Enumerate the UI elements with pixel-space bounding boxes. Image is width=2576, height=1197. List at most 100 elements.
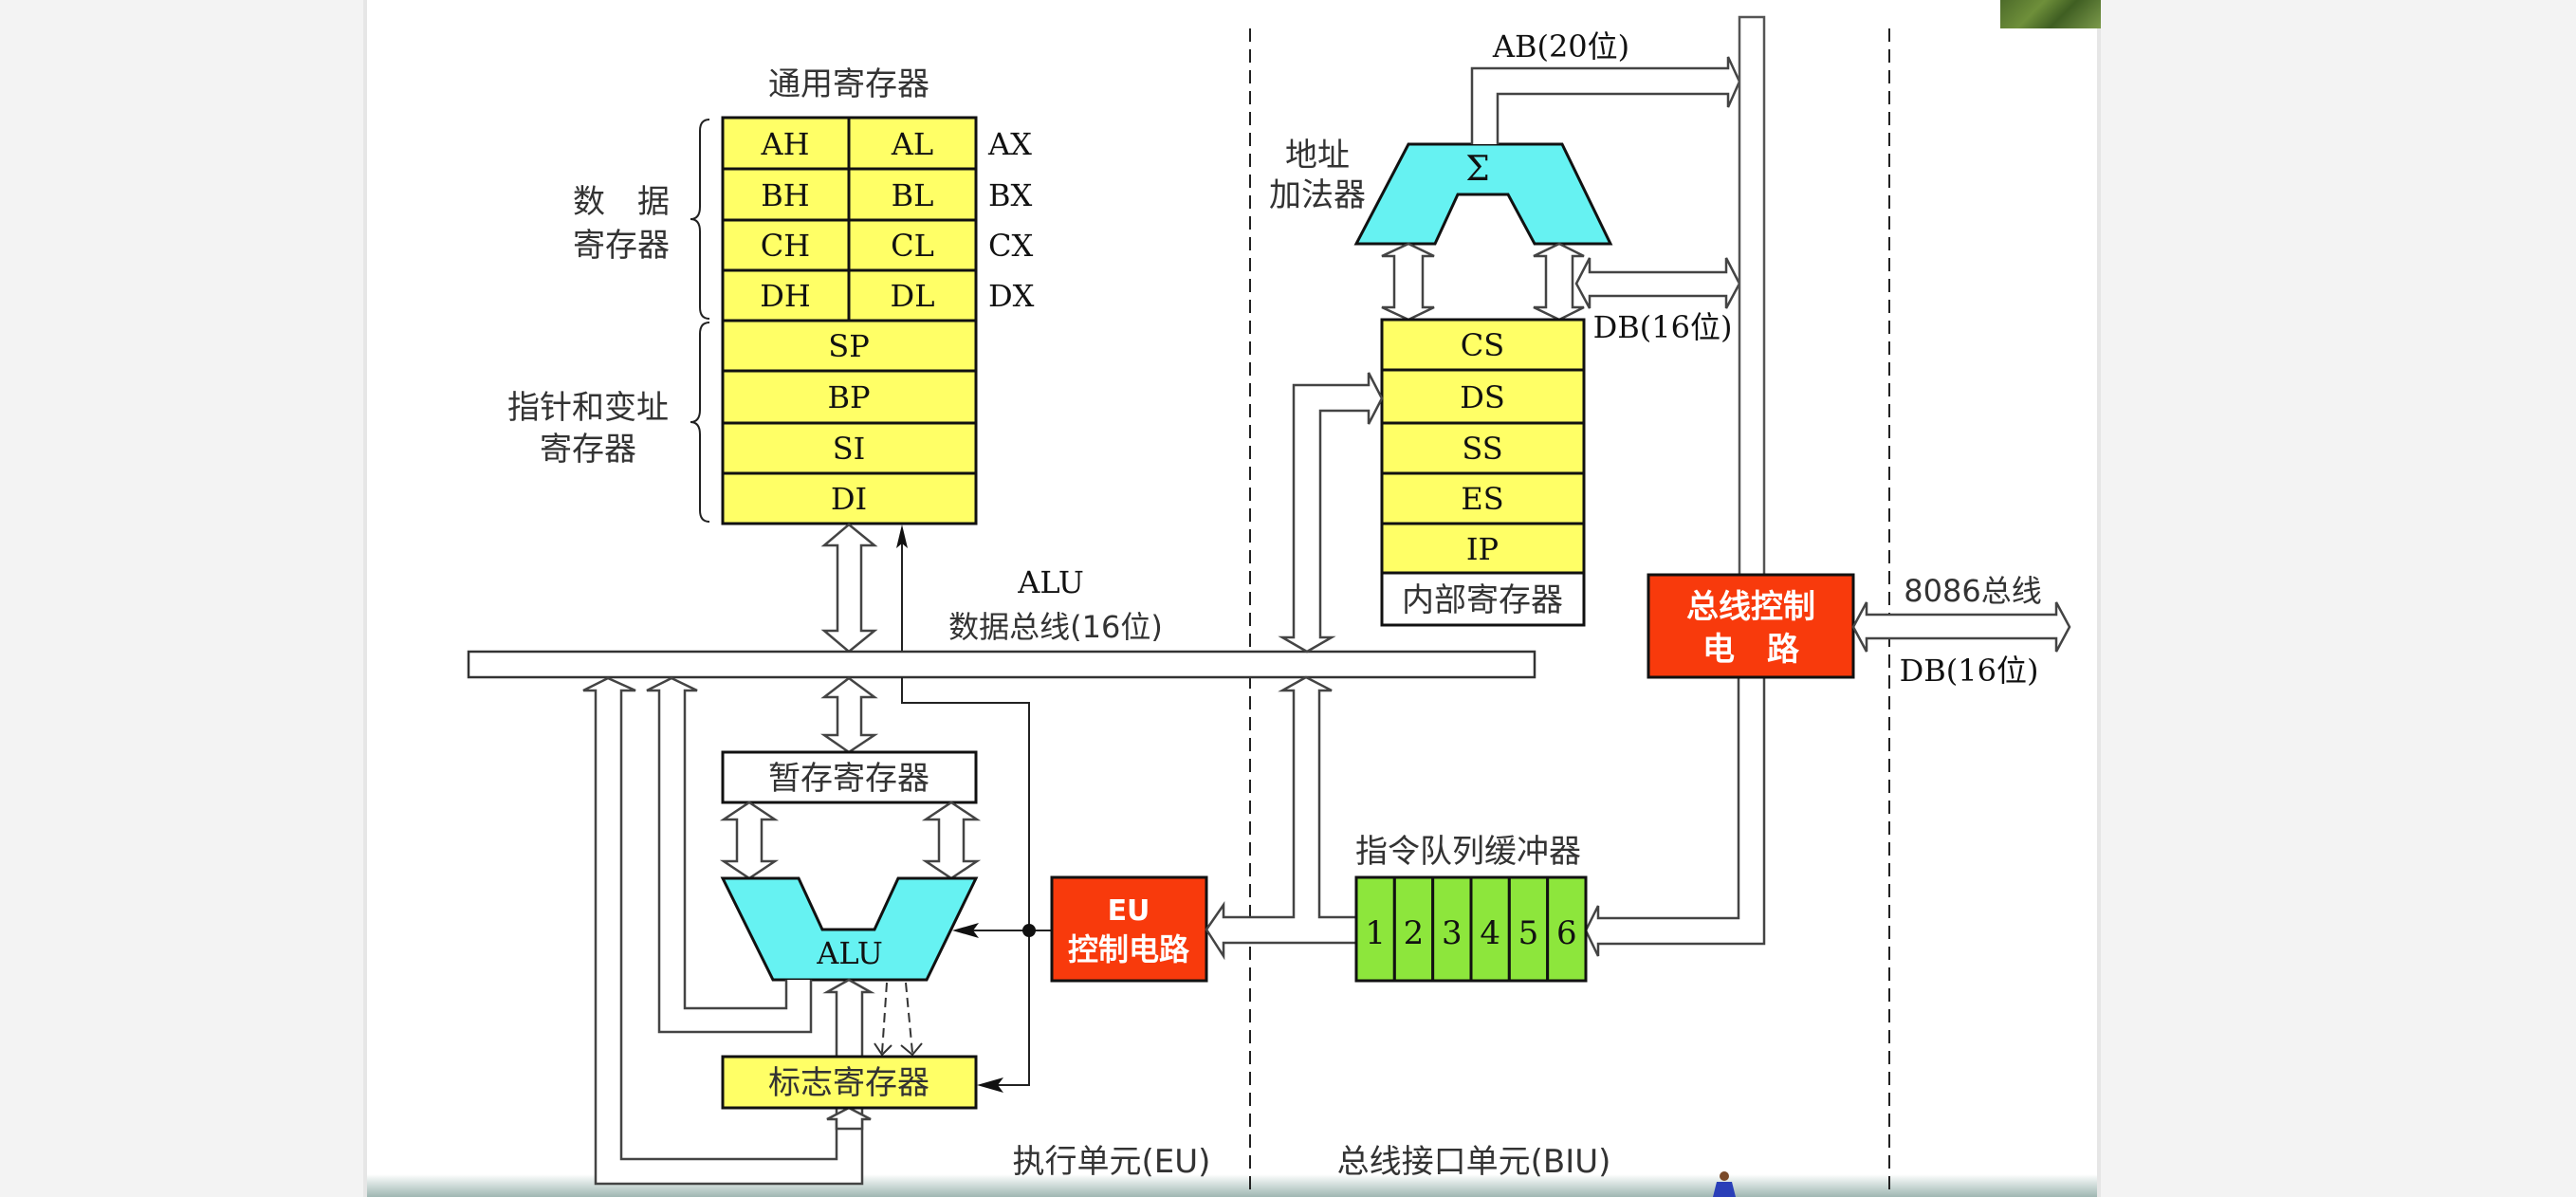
register-sp-label: SP xyxy=(828,328,869,364)
internal-registers-caption-box xyxy=(1380,571,1586,627)
register-bl-label: BL xyxy=(892,177,934,213)
segment-register-block: CS DS SS ES IP 内部寄存器 xyxy=(1380,318,1586,627)
register-row-dx: DH DL DX xyxy=(721,268,1035,322)
queue-cell xyxy=(1507,875,1550,983)
register-dl-label: DL xyxy=(891,278,935,314)
temp-register xyxy=(721,750,978,804)
register-dl xyxy=(847,268,978,322)
queue-cell-label: 3 xyxy=(1442,914,1463,952)
queue-cell-label: 1 xyxy=(1365,914,1386,952)
alu-label: ALU xyxy=(816,935,883,971)
queue-cell-label: 6 xyxy=(1556,914,1577,952)
register-di-label: DI xyxy=(831,481,867,517)
junction-dot xyxy=(1022,924,1036,937)
data-registers-brace xyxy=(690,119,710,320)
register-cs-label: CS xyxy=(1461,327,1504,363)
eu-control-label-2: 控制电路 xyxy=(1068,931,1190,967)
data-registers-label: 数 据 xyxy=(573,183,670,221)
register-si-label: SI xyxy=(833,431,866,467)
bus-control-circuit xyxy=(1647,573,1855,679)
alu-control-arrowhead-icon xyxy=(952,923,979,938)
register-row-bx: BH BL BX xyxy=(721,167,1033,222)
bus-temp-double-arrow xyxy=(819,676,879,754)
register-al-label: AL xyxy=(891,126,933,162)
execution-unit-label: 执行单元(EU) xyxy=(1013,1143,1211,1181)
queue-cell xyxy=(1431,875,1473,983)
internal-db-double-arrow xyxy=(1574,257,1741,309)
register-bp-label: BP xyxy=(827,379,870,415)
arrowhead-up-icon xyxy=(896,525,908,548)
general-registers-title: 通用寄存器 xyxy=(768,65,929,103)
register-ch xyxy=(721,218,851,272)
bus-to-segment-arrow xyxy=(1278,372,1384,654)
alu-data-bus xyxy=(467,650,1536,679)
temp-alu-double-arrow-right xyxy=(921,801,982,880)
bus-control-label-2: 电 路 xyxy=(1702,631,1800,669)
register-sp xyxy=(721,319,978,373)
queue-cell-label: 5 xyxy=(1518,914,1539,952)
address-adder-label-2: 加法器 xyxy=(1269,176,1366,214)
corner-decoration-image xyxy=(2000,0,2101,28)
temp-alu-double-arrow-left xyxy=(719,801,780,880)
registers-bus-double-arrow xyxy=(820,523,878,654)
flag-register-up-arrowhead xyxy=(826,1106,872,1131)
queue-cell-label: 2 xyxy=(1404,914,1425,952)
sigma-icon: Σ xyxy=(1465,150,1489,189)
register-bl xyxy=(847,167,978,222)
register-ch-label: CH xyxy=(761,228,810,264)
data-registers-label-2: 寄存器 xyxy=(573,227,670,265)
adder-segment-double-arrow-left xyxy=(1381,242,1435,322)
register-dh-label: DH xyxy=(760,278,811,314)
register-bh xyxy=(721,167,851,222)
register-di xyxy=(721,471,978,525)
pointer-registers-brace xyxy=(690,322,710,523)
register-ax-label: AX xyxy=(987,126,1032,162)
pointer-registers-label-2: 寄存器 xyxy=(540,431,636,469)
internal-registers-caption: 内部寄存器 xyxy=(1402,581,1563,619)
external-db-label: DB(16位) xyxy=(1900,653,2039,689)
address-adder xyxy=(1353,142,1613,246)
register-ss-label: SS xyxy=(1462,431,1502,467)
register-es xyxy=(1380,471,1586,525)
register-ip-label: IP xyxy=(1466,531,1499,567)
address-bus-arrow xyxy=(1470,56,1741,144)
register-cl-label: CL xyxy=(891,228,934,264)
register-si xyxy=(721,421,978,475)
queue-cell xyxy=(1354,875,1396,983)
flag-register-label: 标志寄存器 xyxy=(768,1064,929,1102)
biu-internal-bus xyxy=(1738,15,1766,577)
bus-interface-unit-label: 总线接口单元(BIU) xyxy=(1337,1143,1611,1181)
queue-cell-label: 4 xyxy=(1480,914,1500,952)
eu-control-circuit xyxy=(1050,875,1208,983)
address-bus-label: AB(20位) xyxy=(1492,28,1629,64)
alu-flags-dashed-arrow xyxy=(881,982,913,1054)
flags-to-alu-arrow xyxy=(822,978,875,1059)
external-bus-label: 8086总线 xyxy=(1904,573,2041,609)
register-es-label: ES xyxy=(1461,481,1503,517)
flag-control-arrowhead-icon xyxy=(977,1077,1003,1093)
dashed-arrowheads-icon xyxy=(874,1042,923,1057)
register-row-ax: AH AL AX xyxy=(721,116,1032,171)
alu-data-bus-label: 数据总线(16位) xyxy=(948,609,1163,645)
person-decoration-icon xyxy=(1713,1171,1736,1197)
register-cx-label: CX xyxy=(988,228,1033,264)
register-ah-label: AH xyxy=(760,126,809,162)
eu-control-label: EU xyxy=(1108,894,1150,928)
general-register-block: AH AL AX BH BL BX CH CL CX DH DL DX SP xyxy=(721,116,1035,525)
instruction-queue-title: 指令队列缓冲器 xyxy=(1355,833,1581,871)
temp-register-label: 暂存寄存器 xyxy=(768,760,929,798)
register-ds xyxy=(1380,368,1586,425)
register-ds-label: DS xyxy=(1460,379,1505,415)
internal-db-label: DB(16位) xyxy=(1593,309,1733,345)
queue-to-eu-arrow xyxy=(1205,675,1358,961)
alu-unit xyxy=(720,876,979,982)
flag-register xyxy=(721,1055,978,1110)
register-ip xyxy=(1380,522,1586,575)
alu-bus-label: ALU xyxy=(1017,564,1084,600)
register-row-cx: CH CL CX xyxy=(721,218,1033,272)
alu-result-to-bus-arrow xyxy=(646,676,813,1034)
flags-to-bus-arrow xyxy=(582,676,864,1186)
register-cl xyxy=(847,218,978,272)
register-bx-label: BX xyxy=(988,177,1033,213)
